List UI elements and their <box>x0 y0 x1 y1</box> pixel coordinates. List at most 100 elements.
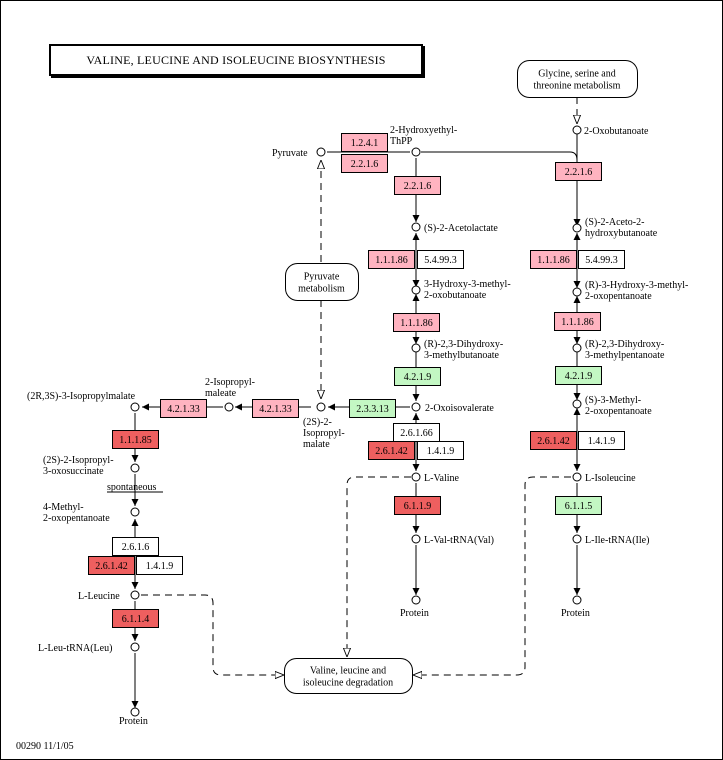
enzyme-rect <box>578 250 625 269</box>
pathway-box <box>517 60 638 98</box>
compound-c15[interactable]: L-Isoleucine <box>572 472 636 484</box>
enzyme-box-2-2-1-6[interactable]: 2.2.1.6 <box>341 154 388 173</box>
enzyme-box-4-2-1-9[interactable]: 4.2.1.9 <box>555 366 602 385</box>
compound-c4[interactable]: (S)-2-Acetolactate <box>411 222 498 234</box>
compound-c20[interactable]: (2R,3S)-3-Isopropylmalate <box>27 391 140 412</box>
compound-label: L-Leu-tRNA(Leu) <box>38 643 112 654</box>
enzyme-box-4-2-1-33[interactable]: 4.2.1.33 <box>252 399 299 418</box>
edge-hydroxyethyl-acetohydroxy <box>421 151 581 226</box>
compound-c10[interactable]: Protein <box>400 595 429 619</box>
compound-c8[interactable]: L-Valine <box>411 472 460 484</box>
enzyme-rect <box>349 399 396 418</box>
enzyme-box-6-1-1-4[interactable]: 6.1.1.4 <box>112 609 159 628</box>
map-title: VALINE, LEUCINE AND ISOLEUCINE BIOSYNTHE… <box>86 53 386 67</box>
enzyme-box-4-2-1-33[interactable]: 4.2.1.33 <box>160 399 207 418</box>
compound-c22[interactable]: 4-Methyl-2-oxopentanoate <box>43 502 140 524</box>
compound-c5[interactable]: 3-Hydroxy-3-methyl-2-oxobutanoate <box>411 279 511 301</box>
enzyme-box-2-6-1-42[interactable]: 2.6.1.42 <box>88 556 135 575</box>
enzyme-box-1-1-1-85[interactable]: 1.1.1.85 <box>112 430 159 449</box>
compound-node <box>130 642 140 652</box>
compound-c25[interactable]: Protein <box>119 707 148 727</box>
enzyme-label: 4.2.1.33 <box>259 404 292 415</box>
enzyme-box-2-6-1-42[interactable]: 2.6.1.42 <box>368 441 415 460</box>
compound-node <box>224 402 234 412</box>
compound-label: L-Val-tRNA(Val) <box>424 535 494 546</box>
compound-c12[interactable]: (R)-3-Hydroxy-3-methyl-2-oxopentanoate <box>572 280 688 302</box>
compound-c11[interactable]: (S)-2-Aceto-2-hydroxybutanoate <box>572 217 658 239</box>
compound-c21[interactable]: (2S)-2-Isopropyl-3-oxosuccinate <box>43 455 140 477</box>
enzyme-box-1-1-1-86[interactable]: 1.1.1.86 <box>368 250 415 269</box>
enzyme-rect <box>112 609 159 628</box>
compound-c23[interactable]: L-Leucine <box>78 590 140 602</box>
enzyme-label: 4.2.1.33 <box>167 404 200 415</box>
enzyme-box-5-4-99-3[interactable]: 5.4.99.3 <box>578 250 625 269</box>
enzyme-box-6-1-1-9[interactable]: 6.1.1.9 <box>394 496 441 515</box>
enzyme-box-1-1-1-86[interactable]: 1.1.1.86 <box>554 312 601 331</box>
link-valine-degradation <box>347 476 411 657</box>
compound-c9[interactable]: L-Val-tRNA(Val) <box>411 534 494 546</box>
enzyme-box-2-2-1-6[interactable]: 2.2.1.6 <box>555 162 602 181</box>
compound-c2[interactable]: 2-Hydroxyethyl-ThPP <box>390 125 457 157</box>
compound-label: 3-Hydroxy-3-methyl- <box>424 279 511 290</box>
enzyme-box-2-3-3-13[interactable]: 2.3.3.13 <box>349 399 396 418</box>
compound-node <box>411 343 421 353</box>
enzyme-box-1-1-1-86[interactable]: 1.1.1.86 <box>393 313 440 332</box>
enzyme-rect <box>160 399 207 418</box>
enzyme-box-1-4-1-9[interactable]: 1.4.1.9 <box>136 556 183 575</box>
compound-node <box>572 534 582 544</box>
enzyme-box-1-4-1-9[interactable]: 1.4.1.9 <box>417 441 464 460</box>
compound-label: 2-oxopentanoate <box>585 291 652 302</box>
compound-label: 2-Oxobutanoate <box>584 126 649 137</box>
enzyme-box-1-1-1-86[interactable]: 1.1.1.86 <box>530 250 577 269</box>
enzyme-box-1-4-1-9[interactable]: 1.4.1.9 <box>578 431 625 450</box>
compound-label: (S)-2-Acetolactate <box>424 223 498 234</box>
compound-c3[interactable]: 2-Oxobutanoate <box>572 125 649 137</box>
compound-c18[interactable]: (2S)-2-Isopropyl-malate <box>303 402 345 450</box>
compound-node <box>411 472 421 482</box>
compound-node <box>411 222 421 232</box>
compound-c1[interactable]: Pyruvate <box>272 147 326 159</box>
pathway-label: isoleucine degradation <box>303 678 393 689</box>
enzyme-box-5-4-99-3[interactable]: 5.4.99.3 <box>417 250 464 269</box>
pathway-label: metabolism <box>298 284 345 295</box>
compound-c6[interactable]: (R)-2,3-Dihydroxy-3-methylbutanoate <box>411 339 503 361</box>
enzyme-box-2-6-1-6[interactable]: 2.6.1.6 <box>112 537 159 556</box>
enzyme-label: 1.4.1.9 <box>427 446 455 457</box>
compound-label: (S)-3-Methyl- <box>585 395 641 406</box>
map-title-box: VALINE, LEUCINE AND ISOLEUCINE BIOSYNTHE… <box>49 44 423 76</box>
compound-c24[interactable]: L-Leu-tRNA(Leu) <box>38 642 140 654</box>
compound-label: (R)-2,3-Dihydroxy- <box>424 339 503 350</box>
compound-node <box>130 402 140 412</box>
enzyme-rect <box>530 250 577 269</box>
compound-c17[interactable]: Protein <box>561 595 590 619</box>
compound-label: (2S)-2-Isopropyl- <box>43 455 114 466</box>
compound-node <box>130 590 140 600</box>
enzyme-rect <box>394 176 441 195</box>
enzyme-rect <box>394 367 441 386</box>
enzyme-label: 1.1.1.85 <box>119 435 152 446</box>
enzyme-box-6-1-1-5[interactable]: 6.1.1.5 <box>555 496 602 515</box>
enzyme-box-4-2-1-9[interactable]: 4.2.1.9 <box>394 367 441 386</box>
compound-label: (R)-2,3-Dihydroxy- <box>585 339 664 350</box>
enzyme-rect <box>555 366 602 385</box>
compound-c7[interactable]: 2-Oxoisovalerate <box>411 402 494 414</box>
compound-c19[interactable]: 2-Isopropyl-maleate <box>205 377 255 412</box>
enzyme-box-2-6-1-42[interactable]: 2.6.1.42 <box>530 431 577 450</box>
compound-label: Pyruvate <box>272 148 308 159</box>
enzyme-rect <box>555 496 602 515</box>
compound-c13[interactable]: (R)-2,3-Dihydroxy-3-methylpentanoate <box>572 339 665 361</box>
enzyme-label: 2.2.1.6 <box>404 181 432 192</box>
compound-c14[interactable]: (S)-3-Methyl-2-oxopentanoate <box>572 395 652 417</box>
enzyme-box-1-2-4-1[interactable]: 1.2.4.1 <box>341 133 388 152</box>
enzyme-box-2-6-1-66[interactable]: 2.6.1.66 <box>393 423 440 442</box>
enzyme-label: 2.6.1.66 <box>400 428 433 439</box>
compound-node <box>130 463 140 473</box>
compound-c16[interactable]: L-Ile-tRNA(Ile) <box>572 534 649 546</box>
enzyme-box-2-2-1-6[interactable]: 2.2.1.6 <box>394 176 441 195</box>
compound-label: 3-methylpentanoate <box>585 350 665 361</box>
enzyme-label: 1.1.1.86 <box>561 317 594 328</box>
